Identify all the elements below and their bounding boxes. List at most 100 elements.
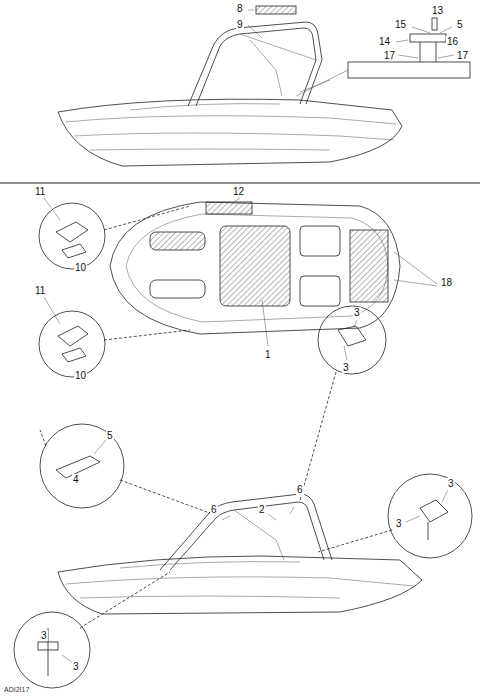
drawing-stroke: [94, 440, 106, 454]
drawing-stroke: [234, 510, 284, 560]
drawing-stroke: [110, 202, 400, 334]
drawing-stroke: [104, 206, 190, 230]
drawing-stroke: [388, 474, 472, 558]
drawing-stroke: [120, 480, 215, 515]
callout-number: 3: [342, 362, 350, 373]
callout-number: 14: [378, 36, 391, 47]
drawing-stroke: [170, 502, 324, 570]
drawing-stroke: [39, 203, 105, 269]
drawing-stroke: [74, 133, 394, 140]
drawing-stroke: [296, 70, 348, 96]
callout-number: 9: [236, 19, 244, 30]
drawing-stroke: [442, 490, 448, 502]
inset-detail: [296, 18, 470, 96]
drawing-stroke: [440, 27, 452, 33]
callout-number: 13: [431, 5, 444, 16]
callout-number: 3: [447, 478, 455, 489]
drawing-stroke: [90, 149, 330, 150]
drawing-stroke: [120, 562, 300, 568]
drawing-stroke: [394, 280, 437, 286]
callout-number: 5: [106, 430, 114, 441]
drawing-stroke: [290, 507, 294, 514]
drawing-stroke: [268, 514, 276, 520]
drawing-stroke: [56, 222, 88, 242]
drawing-stroke: [420, 42, 421, 62]
drawing-stroke: [39, 311, 105, 377]
decal: [206, 202, 252, 214]
drawing-code: ADI2I17: [3, 686, 30, 694]
drawing-stroke: [48, 628, 49, 676]
drawing-stroke: [318, 530, 392, 552]
drawing-stroke: [248, 25, 262, 38]
callout-number: 1: [264, 349, 272, 360]
drawing-stroke: [396, 40, 408, 42]
drawing-stroke: [196, 28, 316, 106]
drawing-stroke: [44, 198, 60, 220]
drawing-stroke: [222, 516, 230, 520]
callout-number: 3: [40, 630, 48, 641]
drawing-stroke: [80, 572, 170, 628]
drawing-stroke: [248, 10, 254, 11]
drawing-stroke: [40, 424, 124, 508]
drawing-stroke: [220, 226, 290, 306]
callout-number: 15: [394, 19, 407, 30]
drawing-stroke: [150, 280, 205, 298]
drawing-stroke: [150, 232, 205, 250]
drawing-stroke: [318, 306, 386, 374]
callout-number: 3: [395, 518, 403, 529]
drawing-stroke: [160, 494, 332, 570]
drawing-stroke: [428, 522, 429, 540]
callout-number: 5: [456, 19, 464, 30]
drawing-stroke: [406, 516, 420, 522]
drawing-stroke: [300, 276, 340, 306]
drawing-stroke: [66, 116, 396, 124]
drawing-stroke: [44, 297, 60, 324]
drawing-stroke: [38, 642, 58, 650]
callout-number: 4: [72, 474, 80, 485]
callout-number: 11: [34, 285, 46, 296]
drawing-stroke: [354, 320, 357, 326]
callout-number: 3: [353, 307, 361, 318]
callout-number: 6: [210, 504, 218, 515]
boat-side-view-bottom: [58, 556, 422, 614]
callout-number: 17: [456, 50, 469, 61]
drawing-stroke: [348, 62, 470, 78]
drawing-stroke: [62, 655, 72, 662]
callout-number: 3: [72, 661, 80, 672]
callout-number: 18: [440, 277, 453, 288]
drawing-stroke: [62, 348, 86, 362]
detail-circles-bottom: [14, 306, 472, 688]
drawing-stroke: [250, 40, 282, 96]
drawing-stroke: [338, 326, 366, 346]
callout-number: 12: [232, 186, 245, 197]
drawing-stroke: [412, 27, 430, 33]
boat-side-view-top: [58, 99, 402, 166]
drawing-stroke: [80, 596, 340, 598]
drawing-stroke: [398, 55, 418, 58]
drawing-stroke: [188, 22, 322, 106]
drawing-stroke: [234, 198, 240, 202]
drawing-stroke: [240, 34, 316, 60]
wakeboard-tower-bottom: [160, 494, 332, 570]
drawing-stroke: [394, 252, 437, 284]
callout-number: 2: [258, 504, 266, 515]
callout-number: 16: [446, 36, 459, 47]
detail-circles-mid: [39, 198, 190, 377]
callout-number: 17: [383, 50, 396, 61]
drawing-stroke: [58, 326, 88, 346]
drawing-stroke: [300, 226, 340, 256]
drawing-stroke: [410, 34, 446, 42]
drawing-stroke: [130, 104, 280, 110]
drawing-stroke: [58, 99, 402, 166]
drawing-stroke: [300, 372, 336, 500]
callout-number: 10: [74, 370, 87, 381]
drawing-stroke: [0, 183, 480, 184]
drawing-stroke: [350, 230, 388, 302]
drawing-stroke: [436, 42, 437, 62]
drawing-stroke: [438, 55, 454, 58]
drawing-stroke: [104, 330, 190, 340]
boat-top-view: [110, 198, 437, 346]
drawing-stroke: [432, 18, 437, 30]
